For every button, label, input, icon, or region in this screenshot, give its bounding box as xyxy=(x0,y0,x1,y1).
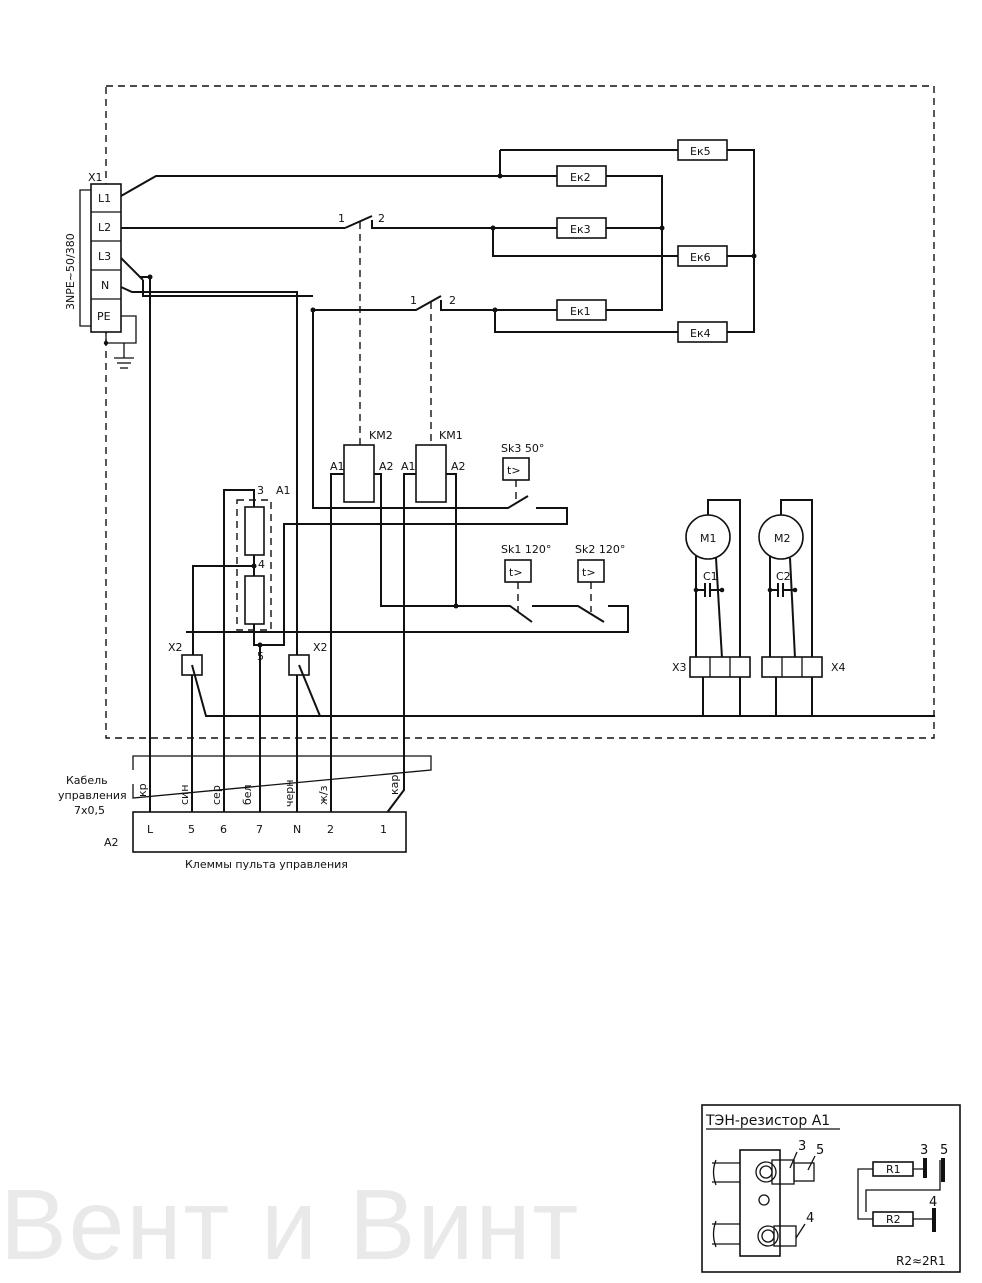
m2-label: M2 xyxy=(774,532,791,545)
panel-terminal-6: 6 xyxy=(220,823,227,836)
x3-label: X3 xyxy=(672,661,687,674)
panel-terminal-1: 1 xyxy=(380,823,387,836)
heater-ek1 xyxy=(556,299,607,321)
supply-bracket xyxy=(79,189,91,327)
km1-label: KM1 xyxy=(439,429,463,442)
cable-color-gray: сер xyxy=(210,785,223,805)
a1-label: A1 xyxy=(276,484,291,497)
contactor-km1: KM1 A1 A2 xyxy=(401,429,466,762)
ground-icon xyxy=(103,315,137,369)
inset-schem-pin-4: 4 xyxy=(929,1195,937,1210)
inset-pin-3: 3 xyxy=(798,1139,806,1154)
cable-label-line3: 7х0,5 xyxy=(74,804,105,817)
x2-right-label: X2 xyxy=(313,641,328,654)
connector-x2-right: X2 xyxy=(288,641,328,717)
km1-a2-label: A2 xyxy=(451,460,466,473)
heater-ek2-label: Ек2 xyxy=(570,171,591,184)
cable-label-line1: Кабель xyxy=(66,774,108,787)
x4-label: X4 xyxy=(831,661,846,674)
m1-label: M1 xyxy=(700,532,717,545)
motor-m2: M2 C2 X4 xyxy=(758,499,846,716)
supply-voltage-label: 3NPE~50/380 xyxy=(64,233,77,310)
c1-label: C1 xyxy=(703,570,718,583)
terminal-l3: L3 xyxy=(98,250,111,263)
heater-ek3-label: Ек3 xyxy=(570,223,591,236)
x2-left-label: X2 xyxy=(168,641,183,654)
resistor-block-a1: A1 3 4 5 xyxy=(192,484,291,762)
sk1-symbol: t> xyxy=(509,566,523,579)
panel-terminal-7: 7 xyxy=(256,823,263,836)
inset-schem-pin-3: 3 xyxy=(920,1143,928,1158)
motor-m1: M1 C1 X3 xyxy=(672,499,751,716)
terminal-pe: PE xyxy=(97,310,111,323)
enclosure-boundary xyxy=(105,85,935,739)
panel-terminal-l: L xyxy=(147,823,154,836)
cable-color-blue: син xyxy=(178,785,191,805)
km2-pole-2: 2 xyxy=(378,212,385,225)
control-panel-terminals: A2 L 5 6 7 N 2 1 Клеммы пульта управлени… xyxy=(104,811,407,871)
inset-schem-pin-5: 5 xyxy=(940,1143,948,1158)
km1-pole-1: 1 xyxy=(410,294,417,307)
a1-pin-3: 3 xyxy=(257,484,264,497)
sk2-label: Sk2 120° xyxy=(575,543,625,556)
sk3-symbol: t> xyxy=(507,464,521,477)
a1-pin-5: 5 xyxy=(257,650,264,663)
km1-pole-2: 2 xyxy=(449,294,456,307)
power-wiring xyxy=(120,149,757,762)
panel-terminal-n: N xyxy=(293,823,301,836)
inset-title: ТЭН-резистор А1 xyxy=(705,1113,830,1129)
x1-label: X1 xyxy=(88,171,103,184)
heater-ek6-label: Ек6 xyxy=(690,251,711,264)
a1-pin-4: 4 xyxy=(258,558,265,571)
terminal-l1: L1 xyxy=(98,192,111,205)
thermostat-sk1: Sk1 120° t> xyxy=(501,543,551,612)
cable-color-black: черн xyxy=(283,780,296,807)
inset-r1: R1 xyxy=(886,1163,901,1176)
heater-ek3 xyxy=(556,217,607,239)
heater-elements: Ек5 Ек2 Ек3 Ек6 Ек1 Ек4 xyxy=(556,139,728,343)
heater-ek4-label: Ек4 xyxy=(690,327,711,340)
c2-label: C2 xyxy=(776,570,791,583)
km2-a2-label: A2 xyxy=(379,460,394,473)
cable-color-red: кр xyxy=(136,783,149,797)
heater-ek5-label: Ек5 xyxy=(690,145,711,158)
panel-terminal-2: 2 xyxy=(327,823,334,836)
control-wiring xyxy=(186,310,629,762)
heater-ek5 xyxy=(677,139,728,161)
a2-label: A2 xyxy=(104,836,119,849)
thermostat-sk3: Sk3 50° t> xyxy=(501,442,544,500)
inset-pin-4: 4 xyxy=(806,1211,814,1226)
panel-caption: Клеммы пульта управления xyxy=(185,858,348,871)
heater-ek1-label: Ек1 xyxy=(570,305,591,318)
cable-color-yellow-green: ж/з xyxy=(317,785,330,805)
km2-pole-1: 1 xyxy=(338,212,345,225)
sk1-label: Sk1 120° xyxy=(501,543,551,556)
cable-label-line2: управления xyxy=(58,789,127,802)
inset-pin-5: 5 xyxy=(816,1143,824,1158)
inset-heater-resistor: ТЭН-резистор А1 3 5 4 R1 R2 3 5 4 R2≈2R1 xyxy=(701,1104,961,1273)
inset-formula: R2≈2R1 xyxy=(896,1254,946,1268)
sk3-label: Sk3 50° xyxy=(501,442,544,455)
terminal-l2: L2 xyxy=(98,221,111,234)
inset-r2: R2 xyxy=(886,1213,901,1226)
terminal-n: N xyxy=(101,279,109,292)
thermostat-sk2: Sk2 120° t> xyxy=(575,543,625,612)
cable-color-white: бел xyxy=(241,784,254,805)
km2-label: KM2 xyxy=(369,429,393,442)
km1-a1-label: A1 xyxy=(401,460,416,473)
watermark: Вент и Винт xyxy=(0,1169,581,1281)
heater-ek4 xyxy=(677,321,728,343)
cable-color-brown: кар xyxy=(388,775,401,795)
sk2-symbol: t> xyxy=(582,566,596,579)
control-cable: Кабель управления 7х0,5 кр син сер бел ч… xyxy=(58,755,432,821)
km2-a1-label: A1 xyxy=(330,460,345,473)
connector-x2-left: X2 xyxy=(168,641,935,762)
heater-ek6 xyxy=(677,245,728,267)
panel-terminal-5: 5 xyxy=(188,823,195,836)
supply-terminal-block: X1 3NPE~50/380 L1 L2 L3 N PE xyxy=(64,171,122,333)
heater-ek2 xyxy=(556,165,607,187)
contactor-km2: KM2 A1 A2 xyxy=(330,429,456,762)
